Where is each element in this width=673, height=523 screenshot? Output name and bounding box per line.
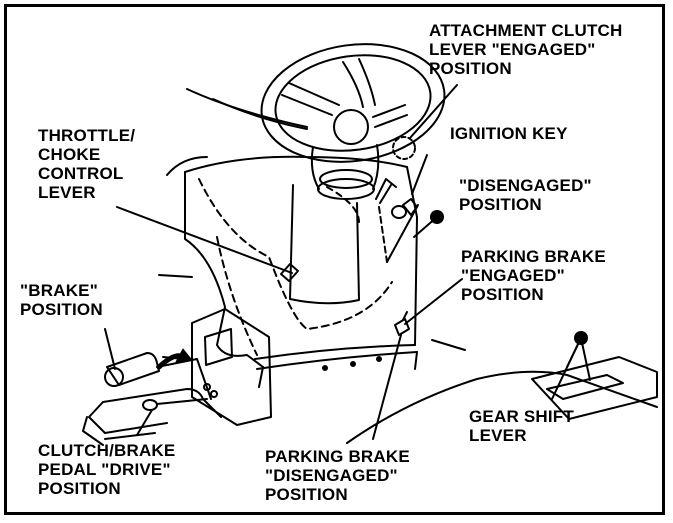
attachment-clutch-label: ATTACHMENT CLUTCH LEVER "ENGAGED" POSITI…: [429, 21, 623, 78]
parking-brake-drawing: [394, 311, 410, 336]
side-panel-drawing: [191, 308, 272, 426]
tractor-controls-illustration: [82, 43, 658, 446]
parking-brake-disengaged-label: PARKING BRAKE "DISENGAGED" POSITION: [265, 447, 410, 504]
dash-console-drawing: [184, 155, 418, 388]
parking-brake-engaged-label: PARKING BRAKE "ENGAGED" POSITION: [461, 247, 606, 304]
clutch-brake-pedal-label: CLUTCH/BRAKE PEDAL "DRIVE" POSITION: [38, 441, 176, 498]
brake-position-label: "BRAKE" POSITION: [20, 281, 103, 319]
throttle-choke-label: THROTTLE/ CHOKE CONTROL LEVER: [38, 126, 136, 202]
ignition-key-label: IGNITION KEY: [450, 124, 568, 143]
clutch-lever-bracket-drawing: [375, 178, 419, 263]
disengaged-position-label: "DISENGAGED" POSITION: [459, 176, 592, 214]
motion-arrow: [156, 348, 192, 370]
pedal-assembly-drawing: [82, 352, 222, 446]
floor-deck-drawing: [346, 339, 658, 444]
steering-wheel-drawing: [260, 43, 446, 200]
leader-lines: [104, 84, 580, 440]
gear-shift-label: GEAR SHIFT LEVER: [469, 407, 574, 445]
hood-drawing: [158, 88, 308, 278]
gear-shift-drawing: [531, 331, 658, 420]
diagram-frame: ATTACHMENT CLUTCH LEVER "ENGAGED" POSITI…: [4, 4, 665, 515]
